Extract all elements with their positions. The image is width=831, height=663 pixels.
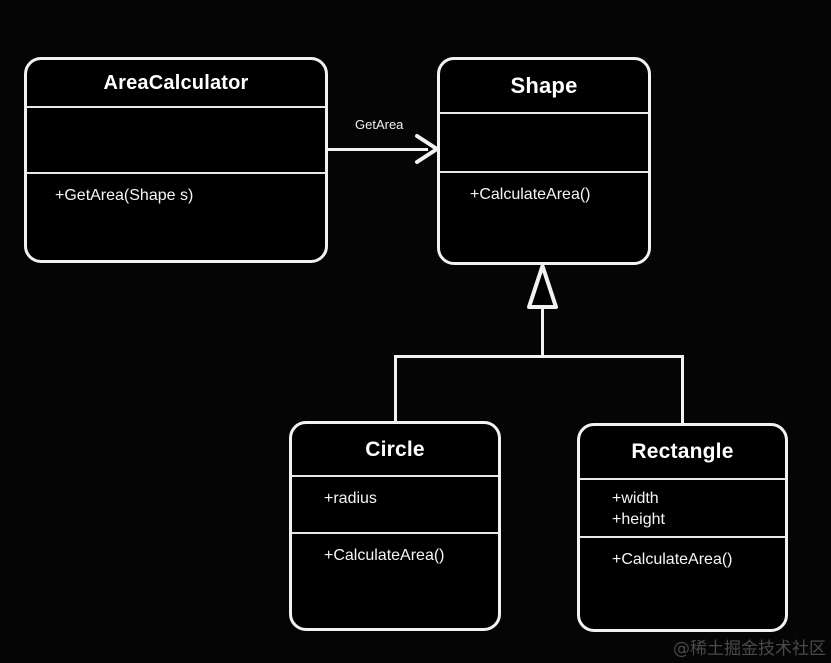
class-attributes-area-calculator <box>27 108 325 172</box>
generalization-branch-circle <box>394 355 397 423</box>
class-box-shape[interactable]: Shape +CalculateArea() <box>437 57 651 265</box>
class-title-shape: Shape <box>510 73 578 98</box>
class-divider <box>27 106 325 108</box>
class-divider <box>440 112 648 114</box>
method-row: +GetArea(Shape s) <box>55 187 194 204</box>
class-divider <box>580 536 785 538</box>
attribute-row: +height <box>612 511 665 529</box>
class-divider <box>292 475 498 477</box>
attribute-row: +width <box>612 490 659 507</box>
association-label-getarea: GetArea <box>355 117 404 132</box>
generalization-branch-rectangle <box>681 355 684 425</box>
method-row: +CalculateArea() <box>324 547 445 564</box>
generalization-bus <box>394 355 684 358</box>
class-title-area-calculator: AreaCalculator <box>103 71 249 94</box>
class-methods-area-calculator: +GetArea(Shape s) <box>27 174 325 260</box>
generalization-stem <box>541 305 544 357</box>
attribute-row: +radius <box>324 490 377 507</box>
class-attributes-shape <box>440 114 648 171</box>
class-methods-circle: +CalculateArea() <box>292 534 498 628</box>
class-attributes-rectangle: +width +height <box>580 480 785 536</box>
class-divider <box>27 172 325 174</box>
inheritance-triangle-icon <box>524 263 561 311</box>
association-arrowhead-icon <box>414 132 440 166</box>
class-methods-rectangle: +CalculateArea() <box>580 538 785 629</box>
method-row: +CalculateArea() <box>470 186 591 203</box>
class-title-circle: Circle <box>365 437 425 461</box>
class-divider <box>580 478 785 480</box>
class-attributes-circle: +radius <box>292 477 498 532</box>
class-divider <box>292 532 498 534</box>
class-divider <box>440 171 648 173</box>
class-methods-shape: +CalculateArea() <box>440 173 648 261</box>
method-row: +CalculateArea() <box>612 551 733 568</box>
class-box-rectangle[interactable]: Rectangle +width +height +CalculateArea(… <box>577 423 788 632</box>
class-box-area-calculator[interactable]: AreaCalculator +GetArea(Shape s) <box>24 57 328 263</box>
association-line-areacalculator-shape <box>328 148 428 151</box>
watermark-text: @稀土掘金技术社区 <box>673 639 826 659</box>
class-title-rectangle: Rectangle <box>631 440 734 463</box>
class-box-circle[interactable]: Circle +radius +CalculateArea() <box>289 421 501 631</box>
